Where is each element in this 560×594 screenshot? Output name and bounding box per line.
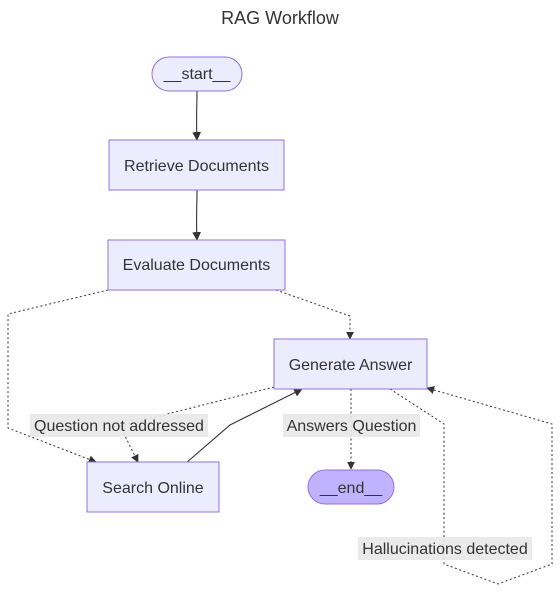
- node-retrieve-documents-label: Retrieve Documents: [124, 158, 269, 175]
- edge-label-hallucinations-detected: Hallucinations detected: [358, 537, 532, 560]
- node-search-online-label: Search Online: [102, 480, 203, 497]
- node-evaluate-documents-label: Evaluate Documents: [123, 257, 271, 274]
- node-end-label: __end__: [319, 480, 383, 497]
- node-start-label: __start__: [163, 66, 232, 83]
- node-generate-answer: Generate Answer: [273, 338, 428, 390]
- edge-generate-self-loop: [389, 386, 553, 585]
- node-start: __start__: [151, 56, 243, 92]
- node-evaluate-documents: Evaluate Documents: [107, 239, 286, 291]
- node-retrieve-documents: Retrieve Documents: [108, 139, 285, 191]
- edge-evaluate-to-search: [7, 289, 109, 464]
- edge-search-to-generate: [185, 388, 303, 464]
- edge-label-question-not-addressed: Question not addressed: [30, 414, 208, 437]
- edge-evaluate-to-generate: [275, 289, 354, 340]
- node-search-online: Search Online: [86, 461, 220, 513]
- node-generate-answer-label: Generate Answer: [289, 357, 413, 374]
- edge-label-answers-question-text: Answers Question: [287, 418, 417, 435]
- edge-label-hallucinations-detected-text: Hallucinations detected: [362, 541, 527, 558]
- node-end: __end__: [307, 469, 395, 505]
- diagram-title: RAG Workflow: [221, 8, 340, 28]
- edge-label-question-not-addressed-text: Question not addressed: [34, 418, 204, 435]
- edge-label-answers-question: Answers Question: [283, 414, 420, 437]
